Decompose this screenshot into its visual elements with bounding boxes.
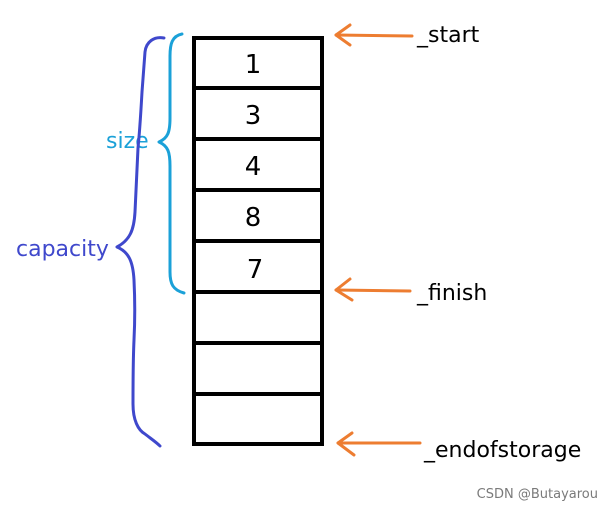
finish-pointer-label: _finish <box>416 281 487 306</box>
endofstorage-pointer-label: _endofstorage <box>423 438 581 463</box>
slot-value: 8 <box>245 203 262 233</box>
start-pointer-arrow <box>334 23 414 47</box>
slot-values: 1 3 4 8 7 <box>245 50 264 285</box>
storage-array <box>192 36 324 446</box>
watermark: CSDN @Butayarou <box>477 487 598 502</box>
endofstorage-pointer-arrow <box>336 431 422 457</box>
size-label: size <box>106 129 149 154</box>
capacity-label: capacity <box>16 237 109 262</box>
finish-pointer-arrow <box>334 277 412 302</box>
start-pointer-label: _start <box>416 23 480 48</box>
slot-value: 3 <box>245 101 262 131</box>
capacity-brace <box>115 36 166 448</box>
slot-value: 7 <box>247 255 264 285</box>
slot-value: 1 <box>245 50 262 80</box>
slot-value: 4 <box>245 152 262 182</box>
size-brace <box>157 32 186 295</box>
